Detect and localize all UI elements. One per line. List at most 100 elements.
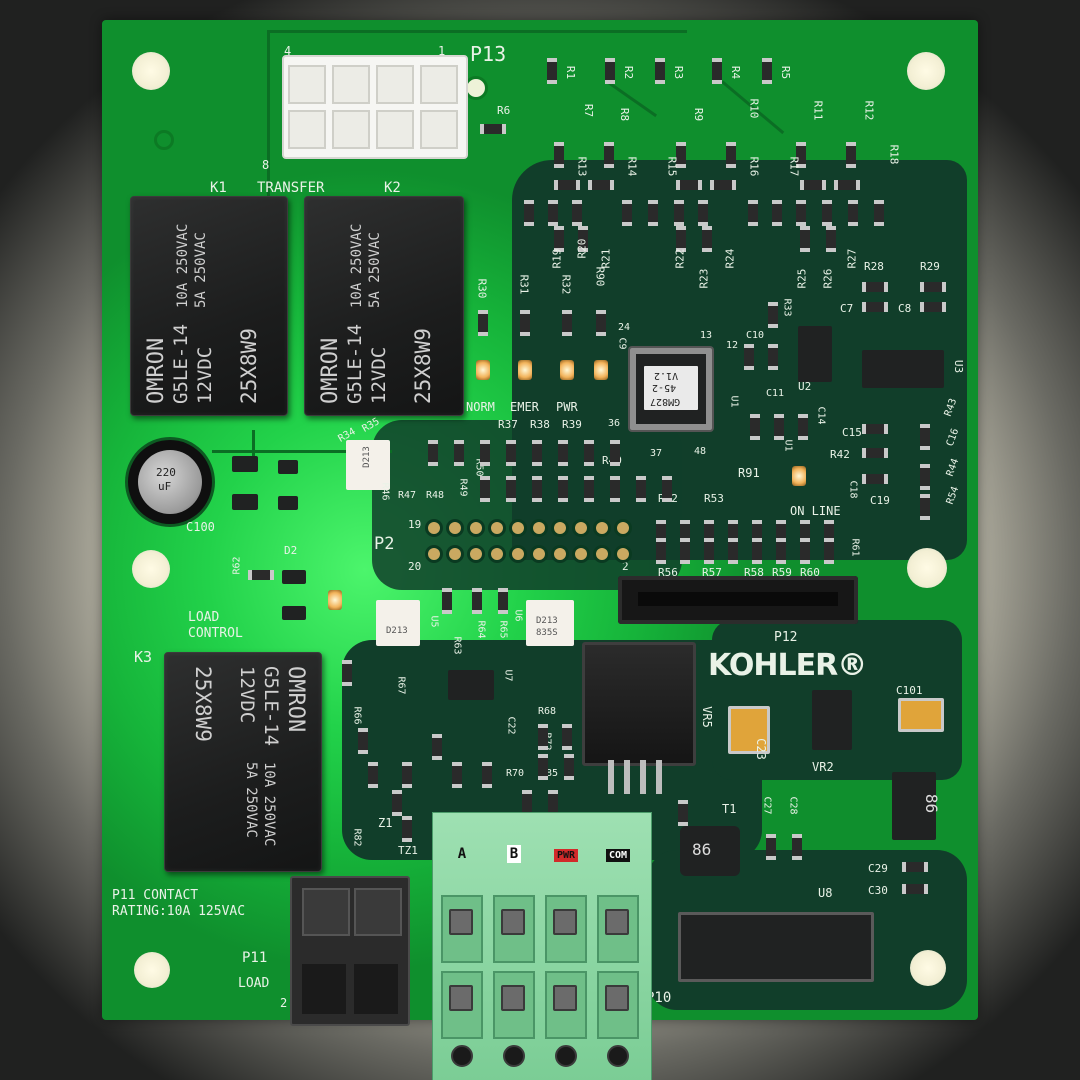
- p11-cell: [302, 964, 346, 1014]
- label-r10: R10: [747, 98, 761, 119]
- label-r31: R31: [517, 274, 531, 295]
- terminal-screw: [605, 909, 629, 935]
- mcu-pin-37: 37: [650, 448, 663, 459]
- resistor: [578, 226, 588, 252]
- label-r85: R85: [540, 768, 559, 779]
- label-r19: R19: [550, 248, 564, 269]
- component: [432, 734, 442, 760]
- label-r62: R62: [231, 556, 243, 575]
- label-r32: R32: [559, 274, 573, 295]
- label-r58: R58: [744, 566, 764, 579]
- p11-cell: [302, 888, 350, 936]
- resistor: [656, 538, 666, 564]
- terminal-screw: [605, 985, 629, 1011]
- ic-u7: [448, 670, 494, 700]
- ic-u2: [798, 326, 832, 382]
- ic-u8: [678, 912, 874, 982]
- resistor: [480, 124, 506, 134]
- relay-coil: 12VDC: [194, 346, 216, 404]
- header-pin: [575, 548, 587, 560]
- label-r65: R65: [497, 620, 509, 639]
- label-r18: R18: [887, 144, 901, 165]
- led-pwr: [560, 360, 574, 380]
- label-p13: P13: [470, 42, 507, 66]
- label-r22: R22: [673, 248, 687, 269]
- label-r7: R7: [582, 103, 596, 118]
- relay-k2-text: OMRON G5LE-14 12VDC 25X8W9 10A 250VAC 5A…: [318, 204, 460, 404]
- relay-rating-2: 5A 250VAC: [193, 232, 209, 308]
- relay-brand: OMRON: [318, 337, 343, 404]
- capacitor-value: 220: [156, 466, 176, 479]
- p11-connector: [290, 876, 410, 1026]
- connector-cell: [420, 110, 458, 149]
- connector-cell: [332, 110, 370, 149]
- label-r12: R12: [862, 100, 876, 121]
- resistor: [834, 180, 860, 190]
- regulator-vr2: [812, 690, 852, 750]
- label-p11: P11: [242, 950, 268, 966]
- terminal-label: COM: [597, 839, 639, 869]
- resistor: [506, 476, 516, 502]
- resistor: [776, 538, 786, 564]
- connector-cell: [288, 65, 326, 104]
- header-pin: [449, 548, 461, 560]
- resistor: [520, 310, 530, 336]
- label-c100: C100: [186, 520, 215, 534]
- resistor: [698, 200, 708, 226]
- header-pin: [470, 522, 482, 534]
- p11-cell: [354, 888, 402, 936]
- label-r68: R68: [538, 706, 557, 717]
- label-r66: R66: [351, 706, 363, 725]
- led-label-online: ON LINE: [790, 504, 841, 518]
- relay-lot: 25X8W9: [191, 666, 215, 742]
- resistor: [524, 200, 534, 226]
- label-r49: R49: [457, 478, 469, 497]
- connector-cell: [420, 65, 458, 104]
- relay-model: G5LE-14: [260, 666, 282, 747]
- label-r11: R11: [811, 100, 825, 121]
- capacitor-c100: 220 uF: [128, 440, 212, 524]
- terminal-hole: [503, 1045, 525, 1067]
- header-pin: [491, 548, 503, 560]
- label-d2: D2: [284, 544, 298, 557]
- resistor: [676, 226, 686, 252]
- terminal-cell: [545, 971, 587, 1039]
- label-r25: R25: [795, 268, 809, 289]
- resistor: [604, 142, 614, 168]
- component: [564, 754, 574, 780]
- header-pin: [449, 522, 461, 534]
- terminal-hole: [451, 1045, 473, 1067]
- label-header-20: 20: [408, 560, 422, 573]
- label-c14: C14: [815, 406, 827, 425]
- mounting-hole: [132, 52, 170, 90]
- capacitor: [744, 344, 754, 370]
- resistor: [768, 344, 778, 370]
- resistor: [920, 282, 946, 292]
- resistor: [558, 476, 568, 502]
- rating-line-1: P11 CONTACT: [112, 888, 199, 903]
- label-r33: R33: [781, 298, 793, 317]
- capacitor: [862, 474, 888, 484]
- led-label-emer: EMER: [510, 400, 539, 414]
- relay-model: G5LE-14: [344, 323, 366, 404]
- capacitor-top: [138, 450, 202, 514]
- component: [452, 762, 462, 788]
- label-r9: R9: [692, 107, 706, 122]
- component: [368, 762, 378, 788]
- label-control: CONTROL: [188, 626, 243, 641]
- relay-rating-2: 5A 250VAC: [243, 762, 259, 838]
- ic-mark-1: D213: [361, 446, 372, 468]
- resistor: [584, 440, 594, 466]
- label-r46: R46: [379, 482, 391, 501]
- terminal-screw: [553, 909, 577, 935]
- label-r70: R70: [506, 768, 525, 779]
- resistor: [548, 200, 558, 226]
- resistor: [762, 58, 772, 84]
- resistor: [554, 226, 564, 252]
- label-r61: R61: [849, 538, 861, 557]
- resistor: [800, 538, 810, 564]
- mcu-pin-36: 36: [608, 418, 621, 429]
- resistor: [768, 302, 778, 328]
- resistor: [596, 310, 606, 336]
- label-u8: U8: [818, 886, 833, 900]
